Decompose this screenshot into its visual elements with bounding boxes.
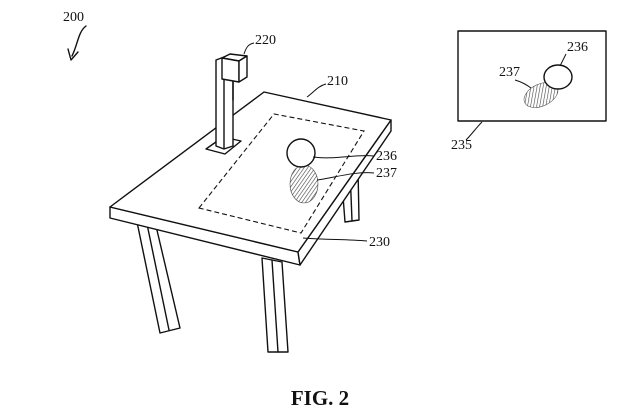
object-sphere [287, 139, 315, 167]
label-200: 200 [63, 10, 84, 25]
label-235: 235 [451, 138, 472, 153]
object-shadow [290, 165, 318, 203]
figure-caption: FIG. 2 [291, 386, 349, 410]
label-230: 230 [369, 235, 390, 250]
label-237: 237 [376, 166, 397, 181]
leader-235 [466, 122, 482, 140]
label-210: 210 [327, 74, 348, 89]
label-image-236: 236 [567, 40, 588, 55]
arrow-200 [72, 26, 86, 56]
leader-220 [244, 43, 254, 54]
label-236: 236 [376, 149, 397, 164]
leader-210 [307, 84, 326, 97]
label-220: 220 [255, 33, 276, 48]
image-object [544, 65, 572, 89]
label-image-237: 237 [499, 65, 520, 80]
